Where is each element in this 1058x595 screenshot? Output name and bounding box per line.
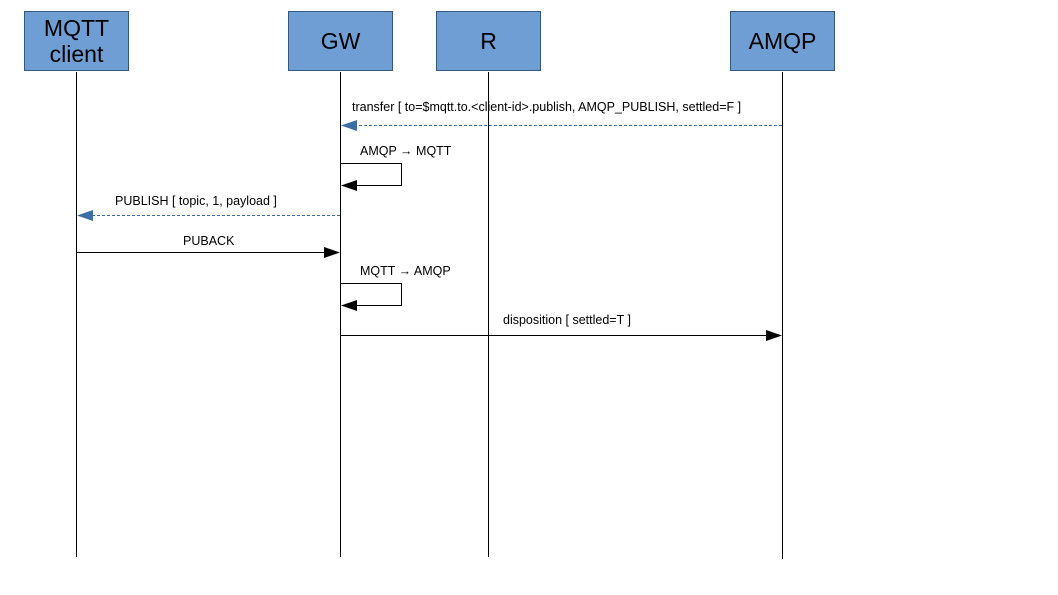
message-label-transfer: transfer [ to=$mqtt.to.<client-id>.publi… [352,100,741,114]
arrowhead-disposition [766,330,782,341]
arrowhead-mqtt-to-amqp [341,300,357,311]
message-label-puback: PUBACK [183,234,235,248]
message-arrow-mqtt-to-amqp [341,283,402,306]
arrowhead-puback [324,247,340,258]
participant-gw: GW [288,11,393,71]
message-label-publish: PUBLISH [ topic, 1, payload ] [115,194,277,208]
participant-r: R [436,11,541,71]
arrowhead-transfer [341,120,357,131]
arrowhead-amqp-to-mqtt [341,180,357,191]
arrowhead-publish [77,210,93,221]
participant-amqp: AMQP [730,11,835,71]
message-arrow-amqp-to-mqtt [341,163,402,186]
message-label-disposition: disposition [ settled=T ] [503,313,631,327]
message-label-mqtt-to-amqp: MQTT → AMQP [360,264,451,278]
message-label-amqp-to-mqtt: AMQP → MQTT [360,144,452,158]
participant-mqtt-client: MQTT client [24,11,129,71]
